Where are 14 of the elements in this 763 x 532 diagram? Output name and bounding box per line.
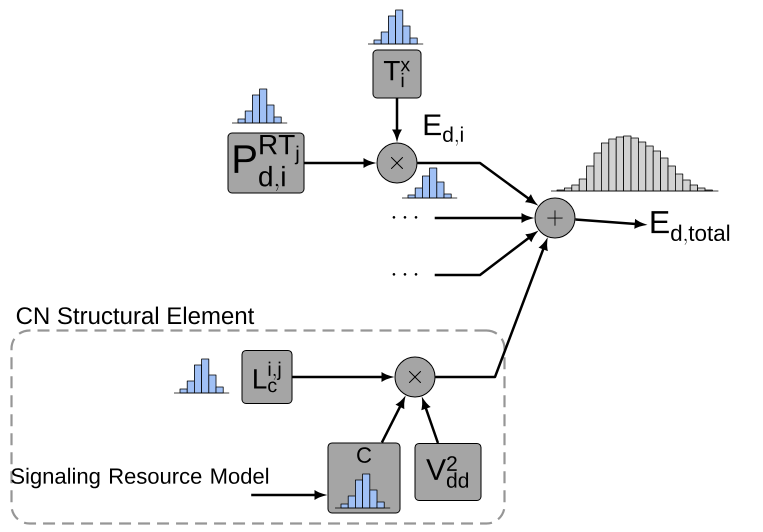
arrow [418,162,536,204]
arrow [380,398,405,444]
input-label: Signaling Resource Model [11,468,268,488]
arrow [434,232,536,276]
ellipsis-text: $\cdots$ [392,216,418,219]
ellipsis-text: $\cdots$ [392,272,418,276]
arrow [422,400,440,444]
variable-box: $\mathsf{L^{i,j}_{c}}$ [242,350,292,404]
variable-box: $\mathsf{P^{RT_j}_{d,i}}$ [228,132,304,194]
variable-box: $\mathsf{V^{2}_{dd}}$ [414,443,482,501]
output-label: $\mathsf{E_{d,total}}$ [651,211,730,245]
node-label: CN Structural Element [16,306,254,324]
edge-label: $\mathsf{E_{d,i}}$ [424,114,463,146]
variable-box: $\mathsf{T^{x}_{i}}$ [372,50,422,98]
